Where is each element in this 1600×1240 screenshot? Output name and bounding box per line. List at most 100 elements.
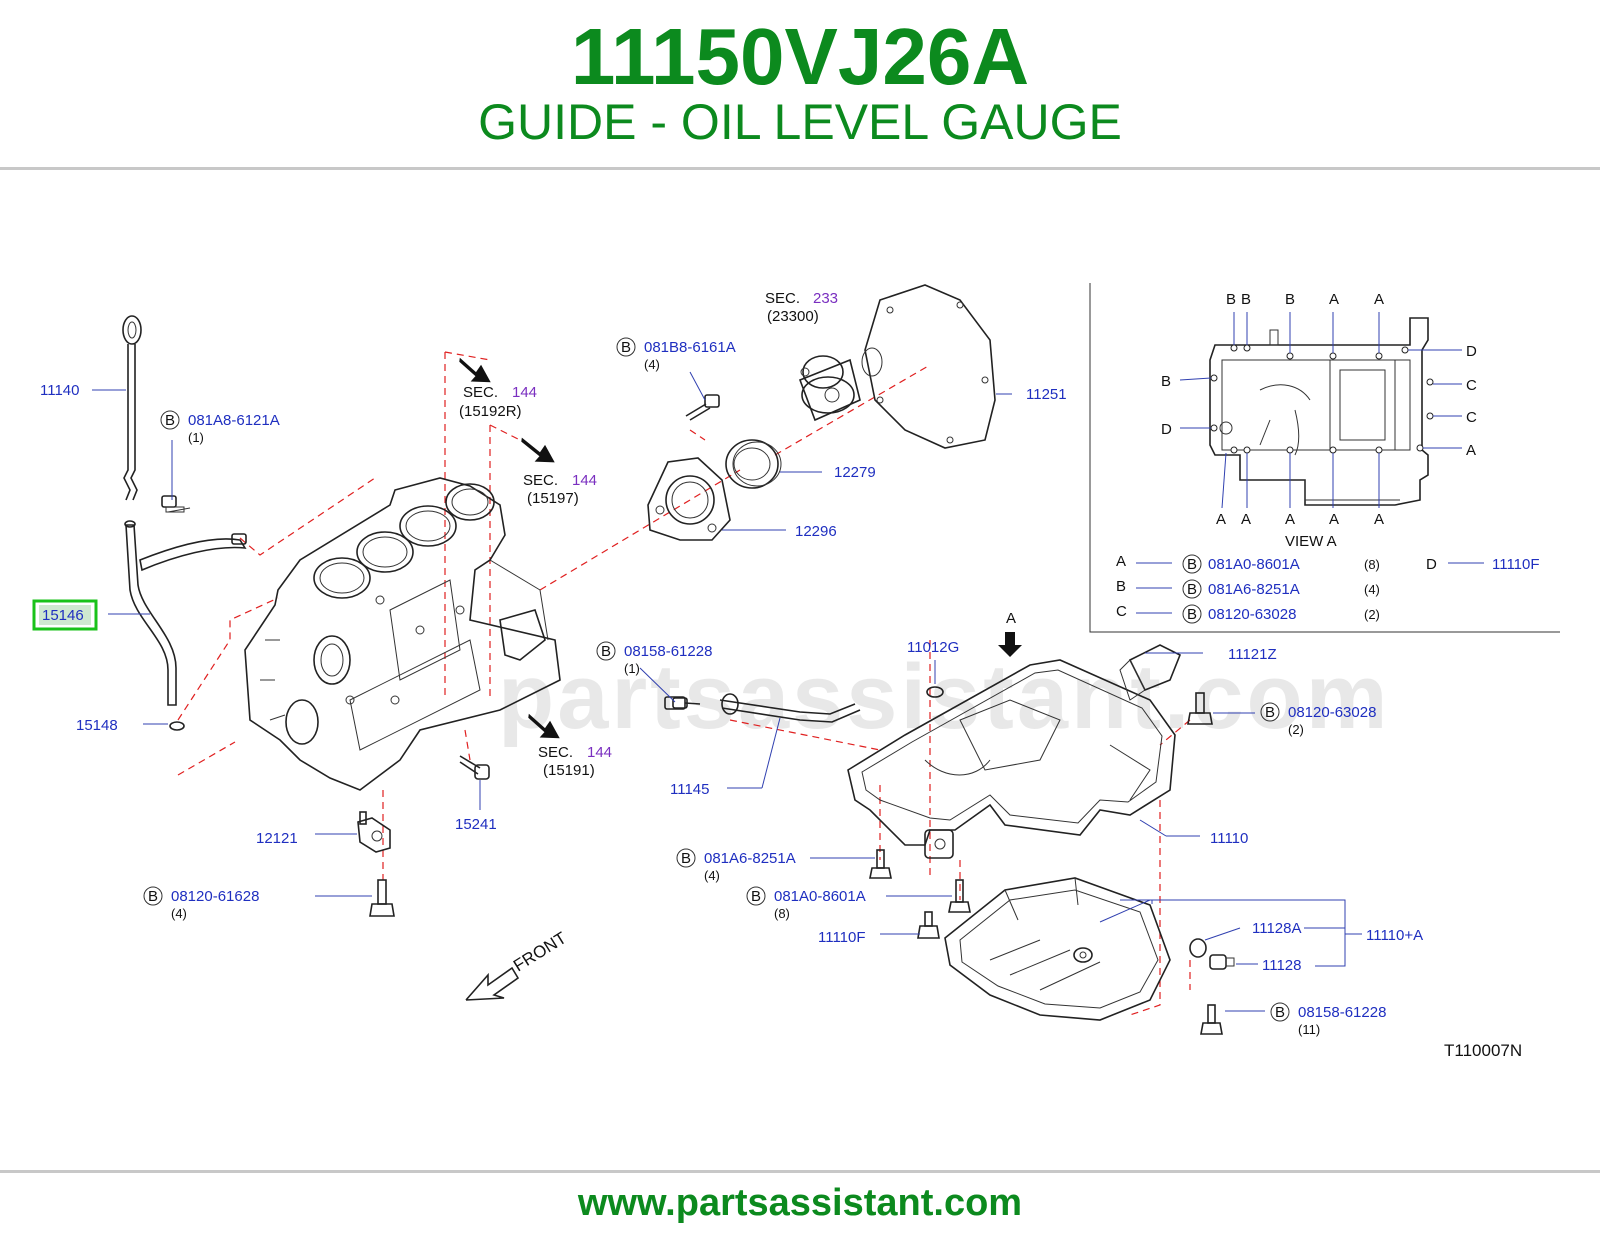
- badge-b: B: [1275, 1004, 1285, 1021]
- leader-lines: [92, 371, 1362, 1012]
- view-a-top-letter: B: [1241, 291, 1251, 308]
- label-081B8-6161A[interactable]: 081B8-6161A: [644, 339, 736, 356]
- label-11121Z[interactable]: 11121Z: [1228, 646, 1277, 663]
- sec-15191-ref: (15191): [543, 762, 595, 779]
- b-badge-icon: [616, 337, 636, 357]
- oil-seal-12279-part[interactable]: [725, 439, 782, 489]
- front-label: FRONT: [510, 928, 570, 975]
- legend-part-d[interactable]: 11110F: [1492, 556, 1540, 573]
- label-08158-61228-bottom[interactable]: 08158-61228: [1298, 1004, 1386, 1021]
- rear-plate-11251-part[interactable]: [861, 284, 996, 449]
- starter-motor-part[interactable]: [798, 355, 861, 422]
- qty-08120-61628: (4): [171, 906, 187, 921]
- sec-15192R-number[interactable]: 144: [512, 384, 537, 401]
- page-header: 11150VJ26A GUIDE - OIL LEVEL GAUGE: [0, 0, 1600, 168]
- label-11251[interactable]: 11251: [1026, 386, 1067, 403]
- b-badge-icon: [1260, 702, 1280, 722]
- part-name-subtitle: GUIDE - OIL LEVEL GAUGE: [478, 94, 1122, 150]
- label-15146[interactable]: 15146: [42, 607, 84, 624]
- bolt-081A0-under-pan-part[interactable]: [948, 879, 971, 913]
- label-12296[interactable]: 12296: [795, 523, 837, 540]
- cylinder-block-part[interactable]: [244, 477, 561, 791]
- legend-key-a: A: [1116, 553, 1126, 570]
- view-a-bottom-letter: A: [1285, 511, 1295, 528]
- view-a-bottom-letter: A: [1329, 511, 1339, 528]
- label-08120-63028-pan[interactable]: 08120-63028: [1288, 704, 1376, 721]
- arrow-a-label: A: [1006, 610, 1016, 627]
- b-badge-icon: [596, 641, 616, 661]
- sec-15197-number[interactable]: 144: [572, 472, 597, 489]
- b-badge-icon: [1182, 554, 1202, 574]
- sec-15197-word: SEC.: [523, 472, 558, 489]
- label-11128A[interactable]: 11128A: [1252, 920, 1302, 937]
- bolt-08120-63028-part[interactable]: [1187, 692, 1213, 725]
- upper-oil-pan-11110-part[interactable]: [847, 659, 1176, 859]
- legend-key-c: C: [1116, 603, 1127, 620]
- bolt-11110F-part[interactable]: [917, 911, 940, 939]
- label-12121[interactable]: 12121: [256, 830, 298, 847]
- label-11140[interactable]: 11140: [40, 382, 80, 399]
- footer-url[interactable]: www.partsassistant.com: [577, 1182, 1023, 1224]
- bolt-08120-61628-part[interactable]: [369, 879, 395, 917]
- view-a-title: VIEW A: [1285, 533, 1337, 550]
- sec-15192R-word: SEC.: [463, 384, 498, 401]
- label-11110-plus-a[interactable]: 11110+A: [1366, 927, 1423, 944]
- label-081A6-8251A[interactable]: 081A6-8251A: [704, 850, 796, 867]
- view-a-left-letter: D: [1161, 421, 1172, 438]
- label-081A0-8601A[interactable]: 081A0-8601A: [774, 888, 866, 905]
- sec-23300-word: SEC.: [765, 290, 800, 307]
- o-ring-15148-part[interactable]: [169, 721, 185, 731]
- b-badge-icon: [1270, 1002, 1290, 1022]
- baffle-11121Z-part[interactable]: [1119, 644, 1182, 701]
- legend-part-a[interactable]: 081A0-8601A: [1208, 556, 1300, 573]
- badge-b: B: [1187, 556, 1197, 573]
- assembly-dashed-lines: [177, 351, 1191, 1016]
- lower-oil-pan-part[interactable]: [944, 877, 1171, 1021]
- highlight-box: [32, 599, 98, 631]
- drain-washer-11128A-part[interactable]: [1189, 938, 1207, 958]
- bolt-08158-block-part[interactable]: [672, 697, 688, 709]
- view-a-right-letter: C: [1466, 409, 1477, 426]
- b-badge-icon: [676, 848, 696, 868]
- label-08120-61628[interactable]: 08120-61628: [171, 888, 259, 905]
- dipstick-11140-part[interactable]: [122, 315, 142, 501]
- label-11128[interactable]: 11128: [1262, 957, 1302, 974]
- sec-15191-number[interactable]: 144: [587, 744, 612, 761]
- legend-qty-c: (2): [1364, 607, 1380, 622]
- legend-part-b[interactable]: 081A6-8251A: [1208, 581, 1300, 598]
- oil-pipe-11145-part[interactable]: [664, 693, 861, 723]
- bolt-08158-bottom-part[interactable]: [1200, 1004, 1223, 1035]
- view-a-top-letter: B: [1285, 291, 1295, 308]
- sec-23300-number[interactable]: 233: [813, 290, 838, 307]
- view-a-top-letter: A: [1329, 291, 1339, 308]
- footer-divider: [0, 1170, 1600, 1173]
- legend-key-b: B: [1116, 578, 1126, 595]
- bolt-081A8-part[interactable]: [161, 495, 191, 513]
- label-11145[interactable]: 11145: [670, 781, 710, 798]
- label-12279[interactable]: 12279: [834, 464, 876, 481]
- label-15148[interactable]: 15148: [76, 717, 118, 734]
- bolt-15241-part[interactable]: [459, 755, 490, 780]
- qty-081A6: (4): [704, 868, 720, 883]
- b-badge-icon: [746, 886, 766, 906]
- bracket-12121-part[interactable]: [357, 811, 391, 853]
- legend-qty-a: (8): [1364, 557, 1380, 572]
- washer-11012G-part[interactable]: [926, 686, 944, 698]
- guide-tube-15146-part[interactable]: [124, 520, 247, 706]
- label-11110F[interactable]: 11110F: [818, 929, 866, 946]
- legend-part-c[interactable]: 08120-63028: [1208, 606, 1296, 623]
- view-a-right-letter: C: [1466, 377, 1477, 394]
- label-08158-61228-block[interactable]: 08158-61228: [624, 643, 712, 660]
- diagram-reference-code: T110007N: [1444, 1041, 1522, 1060]
- bolt-081B8-part[interactable]: [685, 394, 720, 421]
- label-081A8-6121A[interactable]: 081A8-6121A: [188, 412, 280, 429]
- view-a-left-letter: B: [1161, 373, 1171, 390]
- drain-plug-11128-part[interactable]: [1209, 954, 1235, 970]
- bolt-081A6-under-pan-part[interactable]: [869, 849, 892, 879]
- seal-retainer-12296-part[interactable]: [647, 457, 731, 541]
- label-11110[interactable]: 11110: [1210, 830, 1248, 847]
- badge-b: B: [601, 643, 611, 660]
- label-11012G[interactable]: 11012G: [907, 639, 959, 656]
- badge-b: B: [1265, 704, 1275, 721]
- label-15241[interactable]: 15241: [455, 816, 497, 833]
